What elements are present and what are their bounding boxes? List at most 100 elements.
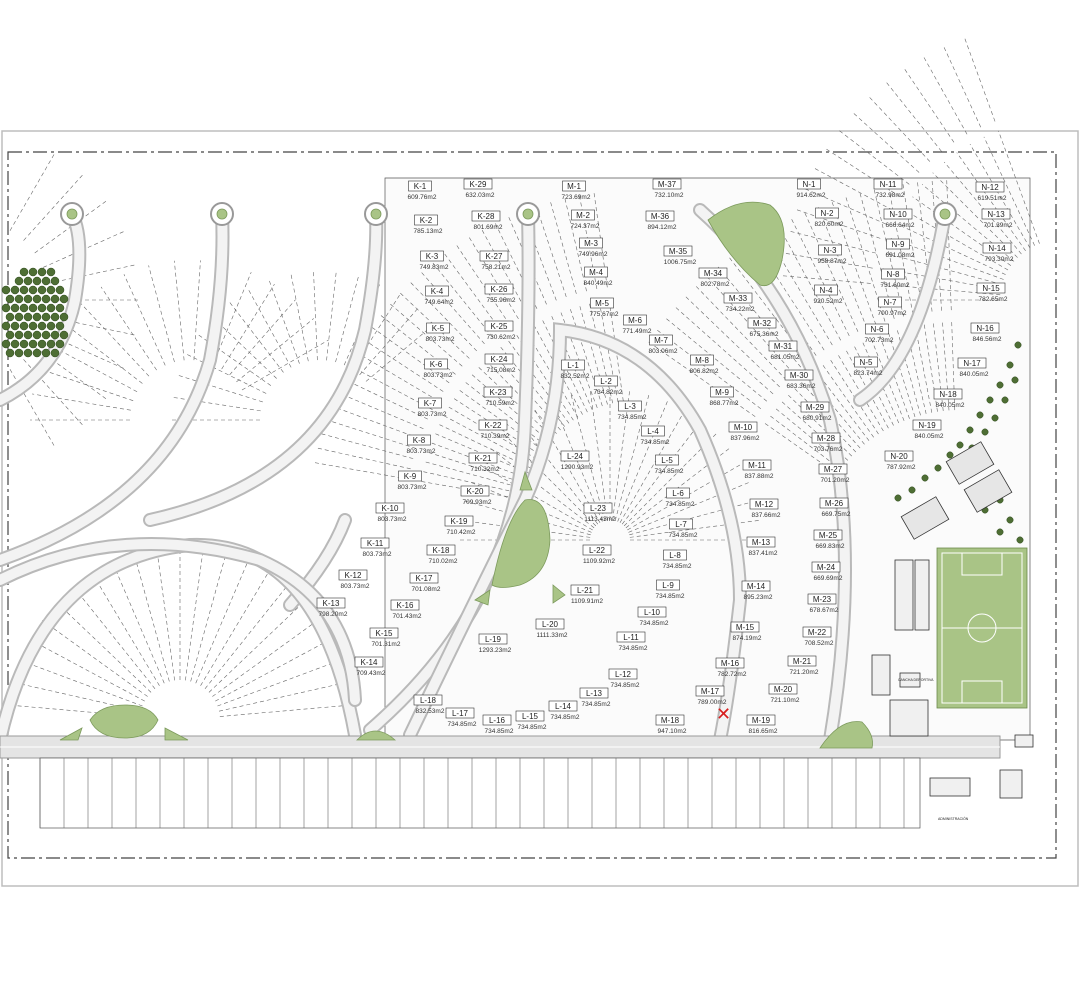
lot-m-8[interactable]: M-8806.82m2 — [690, 354, 719, 375]
lot-n-4[interactable]: N-4920.52m2 — [814, 284, 843, 305]
lot-m-12[interactable]: M-12837.66m2 — [749, 498, 781, 519]
lot-m-10[interactable]: M-10837.96m2 — [728, 421, 760, 442]
lot-n-3[interactable]: N-3958.87m2 — [818, 244, 847, 265]
lot-m-13[interactable]: M-13837.41m2 — [746, 536, 778, 557]
lot-k-24[interactable]: K-24715.08m2 — [484, 353, 516, 374]
lot-k-9[interactable]: K-9803.73m2 — [398, 470, 427, 491]
lot-k-8[interactable]: K-8803.73m2 — [407, 434, 436, 455]
lot-n-13[interactable]: N-13701.39m2 — [981, 208, 1013, 229]
lot-l-12[interactable]: L-12734.85m2 — [608, 668, 640, 689]
lot-k-23[interactable]: K-23710.59m2 — [483, 386, 515, 407]
lot-l-16[interactable]: L-16734.85m2 — [482, 714, 514, 735]
lot-m-5[interactable]: M-5775.67m2 — [590, 297, 619, 318]
lot-l-11[interactable]: L-11734.85m2 — [616, 631, 648, 652]
lot-k-16[interactable]: K-16701.43m2 — [390, 599, 422, 620]
lot-k-28[interactable]: K-28801.69m2 — [471, 210, 503, 231]
lot-l-23[interactable]: L-231113.43m2 — [583, 502, 616, 523]
lot-n-17[interactable]: N-17840.05m2 — [957, 357, 989, 378]
lot-l-20[interactable]: L-201111.33m2 — [535, 618, 568, 639]
lot-l-10[interactable]: L-10734.85m2 — [637, 606, 669, 627]
lot-m-6[interactable]: M-6771.49m2 — [623, 314, 652, 335]
lot-l-2[interactable]: L-2734.82m2 — [594, 375, 623, 396]
lot-m-4[interactable]: M-4840.49m2 — [584, 266, 613, 287]
lot-l-8[interactable]: L-8734.85m2 — [663, 549, 692, 570]
lot-m-19[interactable]: M-19816.65m2 — [746, 714, 778, 735]
lot-k-5[interactable]: K-5803.73m2 — [426, 322, 455, 343]
lot-k-15[interactable]: K-15701.31m2 — [369, 627, 401, 648]
lot-l-7[interactable]: L-7734.85m2 — [669, 518, 698, 539]
lot-k-25[interactable]: K-25730.62m2 — [484, 320, 516, 341]
lot-m-11[interactable]: M-11837.88m2 — [742, 459, 774, 480]
lot-m-35[interactable]: M-351006.75m2 — [663, 245, 697, 266]
lot-k-2[interactable]: K-2785.13m2 — [414, 214, 443, 235]
lot-l-13[interactable]: L-13734.85m2 — [579, 687, 611, 708]
lot-k-11[interactable]: K-11803.73m2 — [360, 537, 392, 558]
lot-n-7[interactable]: N-7700.97m2 — [878, 296, 907, 317]
lot-k-17[interactable]: K-17701.08m2 — [409, 572, 441, 593]
lot-k-13[interactable]: K-13798.20m2 — [316, 597, 348, 618]
lot-n-10[interactable]: N-10666.64m2 — [883, 208, 915, 229]
lot-l-17[interactable]: L-17734.85m2 — [445, 707, 477, 728]
lot-l-1[interactable]: L-1832.52m2 — [561, 359, 590, 380]
lot-n-8[interactable]: N-8731.60m2 — [881, 268, 910, 289]
lot-l-15[interactable]: L-15734.85m2 — [515, 710, 547, 731]
lot-m-15[interactable]: M-15874.19m2 — [730, 621, 762, 642]
lot-l-9[interactable]: L-9734.85m2 — [656, 579, 685, 600]
lot-m-36[interactable]: M-36894.12m2 — [645, 210, 677, 231]
lot-m-3[interactable]: M-3749.96m2 — [579, 237, 608, 258]
lot-m-24[interactable]: M-24669.69m2 — [811, 561, 843, 582]
lot-m-32[interactable]: M-32675.36m2 — [747, 317, 779, 338]
lot-m-33[interactable]: M-33734.22m2 — [723, 292, 755, 313]
lot-l-4[interactable]: L-4734.85m2 — [641, 425, 670, 446]
lot-l-24[interactable]: L-241290.93m2 — [560, 450, 594, 471]
lot-m-25[interactable]: M-25669.83m2 — [813, 529, 845, 550]
lot-n-15[interactable]: N-15782.65m2 — [976, 282, 1008, 303]
lot-k-14[interactable]: K-14709.43m2 — [354, 656, 386, 677]
lot-n-6[interactable]: N-6702.73m2 — [865, 323, 894, 344]
lot-m-21[interactable]: M-21721.20m2 — [787, 655, 819, 676]
lot-n-20[interactable]: N-20787.92m2 — [884, 450, 916, 471]
lot-l-14[interactable]: L-14734.85m2 — [548, 700, 580, 721]
lot-m-14[interactable]: M-14895.23m2 — [741, 580, 773, 601]
lot-m-7[interactable]: M-7803.06m2 — [649, 334, 678, 355]
lot-k-26[interactable]: K-26755.96m2 — [484, 283, 516, 304]
lot-m-17[interactable]: M-17789.00m2 — [695, 685, 727, 706]
lot-m-9[interactable]: M-9868.77m2 — [710, 386, 739, 407]
lot-n-14[interactable]: N-14793.30m2 — [982, 242, 1014, 263]
lot-k-1[interactable]: K-1609.76m2 — [408, 180, 437, 201]
lot-l-3[interactable]: L-3734.85m2 — [618, 400, 647, 421]
lot-m-28[interactable]: M-28703.76m2 — [811, 432, 843, 453]
lot-n-16[interactable]: N-16846.56m2 — [970, 322, 1002, 343]
lot-m-2[interactable]: M-2724.37m2 — [571, 209, 600, 230]
lot-k-6[interactable]: K-6803.73m2 — [424, 358, 453, 379]
lot-n-5[interactable]: N-5823.74m2 — [854, 356, 883, 377]
lot-k-19[interactable]: K-19710.42m2 — [444, 515, 476, 536]
lot-n-19[interactable]: N-19840.05m2 — [912, 419, 944, 440]
lot-m-23[interactable]: M-23678.67m2 — [807, 593, 839, 614]
lot-l-22[interactable]: L-221109.92m2 — [582, 544, 615, 565]
lot-m-22[interactable]: M-22708.52m2 — [802, 626, 834, 647]
lot-m-31[interactable]: M-31681.05m2 — [768, 340, 800, 361]
lot-k-7[interactable]: K-7803.73m2 — [418, 397, 447, 418]
lot-k-3[interactable]: K-3749.83m2 — [420, 250, 449, 271]
lot-m-26[interactable]: M-26669.75m2 — [819, 497, 851, 518]
lot-n-2[interactable]: N-2820.60m2 — [815, 207, 844, 228]
lot-m-27[interactable]: M-27701.20m2 — [818, 463, 850, 484]
lot-k-18[interactable]: K-18710.02m2 — [426, 544, 458, 565]
lot-n-12[interactable]: N-12619.51m2 — [975, 181, 1007, 202]
lot-k-10[interactable]: K-10803.73m2 — [375, 502, 407, 523]
lot-m-1[interactable]: M-1723.69m2 — [562, 180, 591, 201]
lot-k-21[interactable]: K-21710.32m2 — [468, 452, 500, 473]
lot-k-20[interactable]: K-20709.93m2 — [460, 485, 492, 506]
lot-m-30[interactable]: M-30683.36m2 — [784, 369, 816, 390]
lot-k-29[interactable]: K-29632.03m2 — [463, 178, 495, 199]
lot-n-18[interactable]: N-18840.05m2 — [933, 388, 965, 409]
lot-m-37[interactable]: M-37732.10m2 — [652, 178, 684, 199]
lot-k-4[interactable]: K-4749.64m2 — [425, 285, 454, 306]
lot-m-20[interactable]: M-20721.10m2 — [768, 683, 800, 704]
lot-l-19[interactable]: L-191293.23m2 — [478, 633, 512, 654]
lot-k-12[interactable]: K-12803.73m2 — [338, 569, 370, 590]
lot-m-18[interactable]: M-18947.10m2 — [655, 714, 687, 735]
lot-l-6[interactable]: L-6734.85m2 — [666, 487, 695, 508]
lot-m-29[interactable]: M-29680.91m2 — [800, 401, 832, 422]
